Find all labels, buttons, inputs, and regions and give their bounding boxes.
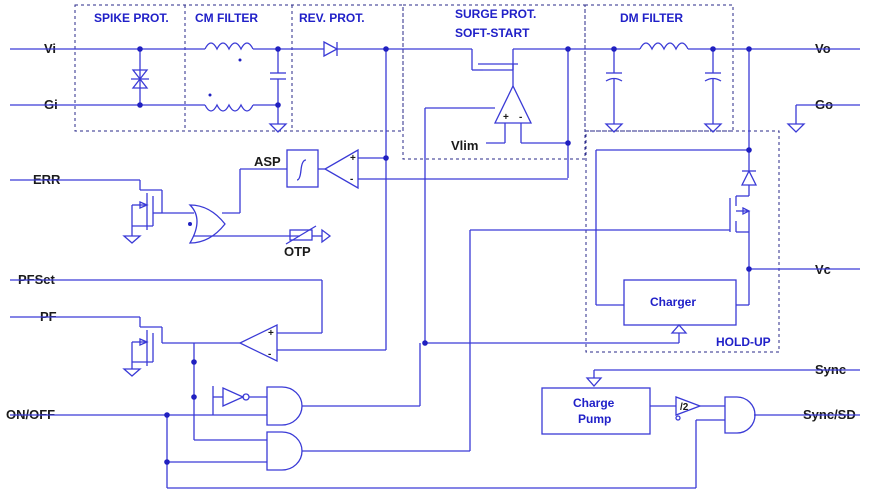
- dm-capacitors: [604, 49, 723, 133]
- asp-section: + -: [222, 49, 568, 350]
- svg-text:-: -: [268, 349, 271, 360]
- svg-text:-: -: [350, 174, 353, 185]
- sync-section: Charge Pump /2: [541, 369, 860, 435]
- svg-text:+: +: [268, 328, 274, 339]
- integrator-block: [286, 149, 319, 188]
- tvs-diode: [131, 49, 149, 105]
- charge-pump-label-1: Charge: [573, 396, 615, 410]
- cm-capacitor: [268, 49, 288, 133]
- integral-icon: [296, 159, 307, 181]
- surge-prot-label: SURGE PROT.: [455, 7, 536, 21]
- go-ground: [786, 104, 860, 133]
- reverse-diode: [323, 40, 339, 58]
- svg-text:-: -: [519, 112, 522, 123]
- onoff-line: [10, 414, 725, 489]
- svg-text:+: +: [503, 112, 509, 123]
- or-gate: [162, 204, 300, 244]
- logic-gates: [167, 343, 471, 471]
- block-outlines: [74, 4, 780, 353]
- dm-choke: [639, 42, 689, 51]
- cm-filter-label: CM FILTER: [195, 11, 258, 25]
- rev-prot-label: REV. PROT.: [299, 11, 365, 25]
- div2-label: /2: [680, 402, 689, 413]
- charge-pump-label-2: Pump: [578, 412, 611, 426]
- input-protection-frame: [74, 4, 404, 132]
- cm-choke-bottom: [204, 103, 254, 112]
- err-mosfet: [10, 179, 163, 244]
- charger-block: [623, 279, 737, 326]
- and-gate-2: [266, 431, 303, 471]
- svg-text:+: +: [350, 153, 356, 164]
- charger-label: Charger: [650, 295, 696, 309]
- and-gate-1: [266, 386, 303, 426]
- otp-label: OTP: [284, 244, 311, 259]
- charge-pump-block: [541, 387, 651, 435]
- hold-up-label: HOLD-UP: [716, 335, 771, 349]
- holdup-section: Charger: [425, 49, 860, 406]
- pf-section: + -: [10, 279, 386, 441]
- vlim-label: Vlim: [451, 138, 478, 153]
- otp-sensor: [285, 225, 332, 245]
- dm-filter-label: DM FILTER: [620, 11, 683, 25]
- ground-rail: [10, 58, 278, 112]
- asp-label: ASP: [254, 154, 281, 169]
- surge-opamp: + -: [424, 49, 569, 343]
- cm-choke-top: [204, 42, 254, 51]
- soft-start-label: SOFT-START: [455, 26, 530, 40]
- spike-prot-label: SPIKE PROT.: [94, 11, 169, 25]
- junctions: [137, 46, 752, 465]
- and-gate-sync: [724, 396, 756, 434]
- holdup-frame: [585, 130, 780, 353]
- input-rail: [10, 40, 860, 71]
